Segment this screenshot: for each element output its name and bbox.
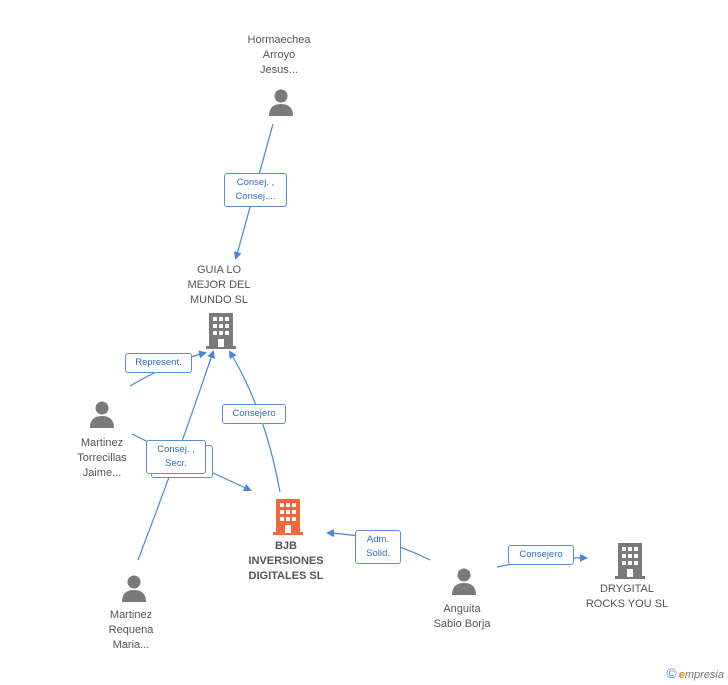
edge-label-anguita-drygital[interactable]: Consejero [508, 545, 574, 565]
person-icon[interactable] [267, 88, 295, 116]
edge-label-hormaechea-guia[interactable]: Consej. , Consej.... [224, 173, 287, 207]
edge-label-anguita-bjb[interactable]: Adm. Solid. [355, 530, 401, 564]
node-label-drygital[interactable]: DRYGITAL ROCKS YOU SL [585, 583, 669, 610]
person-icon[interactable] [120, 574, 148, 602]
node-label-torrecillas[interactable]: Martinez Torrecillas Jaime... [77, 437, 127, 479]
edge-label-represent[interactable]: Represent. [125, 353, 192, 373]
brand-logo-e: e [678, 669, 685, 681]
person-icon[interactable] [450, 567, 478, 595]
brand-name: mpresia [684, 669, 724, 681]
building-icon[interactable] [206, 313, 236, 349]
person-icon[interactable] [88, 400, 116, 428]
footer-brand: ©empresia [666, 665, 724, 681]
node-label-hormaechea[interactable]: Hormaechea Arroyo Jesus... [247, 34, 311, 76]
edge-label-torrecillas-bjb[interactable]: Consej. , Secr. [146, 440, 206, 474]
main-company-building-icon[interactable] [273, 499, 303, 535]
copyright-icon: © [666, 665, 677, 681]
node-label-anguita[interactable]: Anguita Sabio Borja [433, 603, 491, 630]
edge-label-bjb-guia[interactable]: Consejero [222, 404, 286, 424]
node-label-bjb[interactable]: BJB INVERSIONES DIGITALES SL [248, 540, 324, 582]
building-icon[interactable] [615, 543, 645, 579]
node-label-guia[interactable]: GUIA LO MEJOR DEL MUNDO SL [187, 264, 251, 306]
node-label-requena[interactable]: Martinez Requena Maria... [108, 609, 154, 651]
